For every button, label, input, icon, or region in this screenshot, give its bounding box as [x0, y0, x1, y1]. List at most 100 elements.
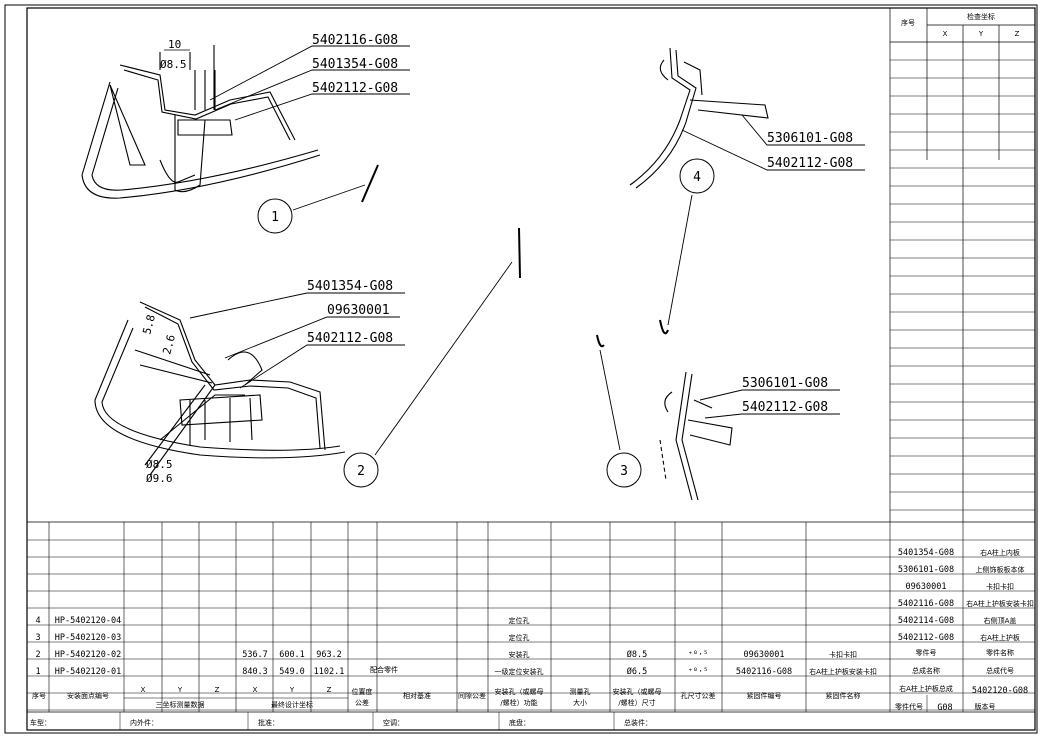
row-code: HP-5402120-04	[55, 616, 122, 626]
row-std: 5402116-G08	[736, 667, 792, 677]
coord-seq-header: 序号	[901, 18, 915, 27]
callout-v4-b: 5402112-G08	[767, 156, 853, 171]
parts-list-number: 5306101-G08	[898, 565, 954, 575]
dim-v2-c: Ø8.5	[146, 458, 173, 471]
parts-list-name: 右A柱上护板	[980, 633, 1020, 642]
view-3-number: 3	[620, 464, 628, 479]
row-x2: 840.3	[242, 667, 268, 677]
view-2-leaders	[189, 227, 521, 456]
view-2-section	[94, 301, 346, 476]
hdr-func-1: 安装孔（或螺母	[495, 687, 544, 696]
view-1-section	[81, 45, 321, 199]
hdr-tol-1: 位置度	[352, 687, 373, 696]
view-4-leaders	[659, 114, 865, 335]
row-seq: 4	[35, 616, 40, 626]
callout-v3-a: 5306101-G08	[742, 376, 828, 391]
hdr-func-2: /螺栓）功能	[500, 698, 537, 707]
row-hole: Ø6.5	[627, 666, 647, 677]
hdr-std: 紧固件编号	[747, 691, 782, 700]
rp-asmname: 总成名称	[912, 666, 940, 675]
row-code: HP-5402120-03	[55, 633, 122, 643]
rp-version: 版本号	[975, 702, 996, 711]
rp-asm-number: 5402120-G08	[972, 686, 1028, 696]
coord-table	[889, 8, 1035, 522]
callout-v1-a: 5402116-G08	[312, 33, 398, 48]
parts-list-name: 上侧饰板板本体	[976, 565, 1025, 574]
parts-list-number: 5402114-G08	[898, 616, 954, 626]
row-func: 一级定位安装孔	[495, 667, 544, 676]
row-tol: ⁺⁰·⁵	[688, 667, 708, 677]
view-2-number: 2	[357, 464, 365, 479]
bottom-table-grid	[27, 522, 1035, 730]
view-2-bubble	[343, 452, 379, 488]
rp-asmcode: 总成代号	[986, 666, 1014, 675]
callout-v1-c: 5402112-G08	[312, 81, 398, 96]
row-seq: 3	[35, 633, 40, 643]
row-std: 09630001	[744, 650, 785, 660]
row-seq: 2	[35, 650, 40, 660]
callout-v4-a: 5306101-G08	[767, 131, 853, 146]
callout-v3-b: 5402112-G08	[742, 400, 828, 415]
row1-position: 配合零件	[370, 665, 398, 674]
coord-y-header: Y	[978, 30, 984, 38]
footer-chassis: 底盘：	[509, 718, 530, 727]
view-1-number: 1	[271, 210, 279, 225]
row-code: HP-5402120-01	[55, 667, 122, 677]
hdr-y2: Y	[289, 686, 295, 694]
parts-list-name: 右A柱上内板	[980, 548, 1020, 557]
parts-list-number: 5401354-G08	[898, 548, 954, 558]
view-4-bubble	[679, 158, 715, 194]
footer-ac: 空调：	[383, 718, 404, 727]
hdr-code: 安装面点编号	[67, 691, 109, 700]
row-z2: 963.2	[316, 650, 342, 660]
row-tol: ⁺⁰·⁵	[688, 650, 708, 660]
callout-v2-a: 5401354-G08	[307, 279, 393, 294]
hdr-tol-2: 公差	[355, 698, 369, 707]
parts-list-number: 5402116-G08	[898, 599, 954, 609]
coord-table-rows	[890, 41, 1035, 511]
row-mname: 卡扣卡扣	[829, 650, 857, 659]
dim-v2-b: 2.6	[160, 333, 178, 356]
bottom-table-frame	[27, 521, 1035, 713]
footer-approve: 批准：	[258, 718, 279, 727]
row-y2: 600.1	[279, 650, 305, 660]
view-4-section	[629, 47, 769, 189]
hdr-x2: X	[253, 686, 258, 694]
dim-v1-diameter: Ø8.5	[160, 58, 187, 71]
rp-version-value: G08	[937, 703, 952, 713]
parts-list-number: 5402112-G08	[898, 633, 954, 643]
row-z2: 1102.1	[314, 667, 345, 677]
hdr-group-measured: 三坐标测量数据	[156, 700, 205, 709]
outer-border	[4, 4, 1038, 734]
hdr-meas-1: 测量孔	[570, 688, 591, 696]
footer-trim: 内外件：	[130, 718, 158, 727]
hdr-hole-1: 安装孔（或螺母	[613, 687, 662, 696]
callout-v2-c: 5402112-G08	[307, 331, 393, 346]
parts-list-number: 09630001	[906, 582, 947, 592]
hdr-z1: Z	[215, 686, 220, 694]
hdr-y1: Y	[177, 686, 183, 694]
row-func: 定位孔	[509, 616, 530, 625]
row-seq: 1	[35, 667, 40, 677]
parts-list-name: 右A柱上护板安装卡扣	[966, 599, 1034, 608]
callout-v1-b: 5401354-G08	[312, 57, 398, 72]
coord-x-header: X	[943, 30, 948, 38]
hdr-group-design: 最终设计坐标	[271, 700, 313, 709]
view-3-bubble	[606, 452, 642, 488]
view-3-section	[659, 371, 733, 501]
hdr-seq: 序号	[32, 691, 46, 700]
parts-list-name: 卡扣卡扣	[986, 582, 1014, 591]
view-1-leaders	[209, 45, 410, 211]
inner-border	[26, 7, 1036, 731]
row-func: 安装孔	[509, 650, 530, 659]
rp-partcode: 零件代号	[895, 702, 923, 711]
dim-v2-d: Ø9.6	[146, 472, 173, 485]
row-hole: Ø8.5	[627, 649, 647, 660]
row-func: 定位孔	[509, 633, 530, 642]
row-x2: 536.7	[242, 650, 268, 660]
coord-z-header: Z	[1015, 30, 1020, 38]
view-4-number: 4	[693, 170, 701, 185]
row-y2: 549.0	[279, 667, 305, 677]
